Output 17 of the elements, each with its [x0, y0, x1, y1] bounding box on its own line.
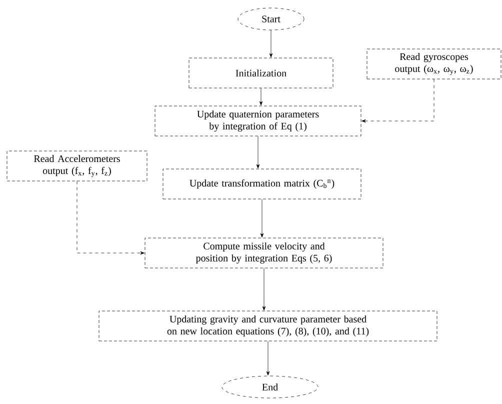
arrow: [260, 199, 264, 238]
terminal-oval: End: [222, 376, 318, 398]
arrow: [266, 341, 270, 376]
process-box: Update transformation matrix (C$_{b}$$^{n}$): [162, 168, 362, 200]
process-box: Read gyroscopes output (ω$_{x}$, ω$_{y}$, ω$_{z}$): [366, 48, 502, 80]
arrow: [362, 79, 434, 123]
arrow: [259, 88, 263, 106]
process-box: Compute missile velocity and position by integration Eqs (5, 6): [144, 238, 384, 268]
arrow: [262, 268, 266, 310]
arrow: [76, 181, 144, 255]
terminal-oval: Start: [238, 8, 304, 30]
process-box: Initialization: [188, 58, 334, 88]
process-box: Updating gravity and curvature parameter based on new location equations (7), (8), (10), and (11): [98, 310, 438, 342]
process-box: Update quaternion parameters by integration of Eq (1): [154, 106, 362, 136]
process-box: Read Accelerometers output (f$_{x}$, f$_{y}$, f$_{z}$): [6, 150, 148, 182]
arrow: [256, 136, 260, 168]
arrow: [269, 30, 273, 58]
